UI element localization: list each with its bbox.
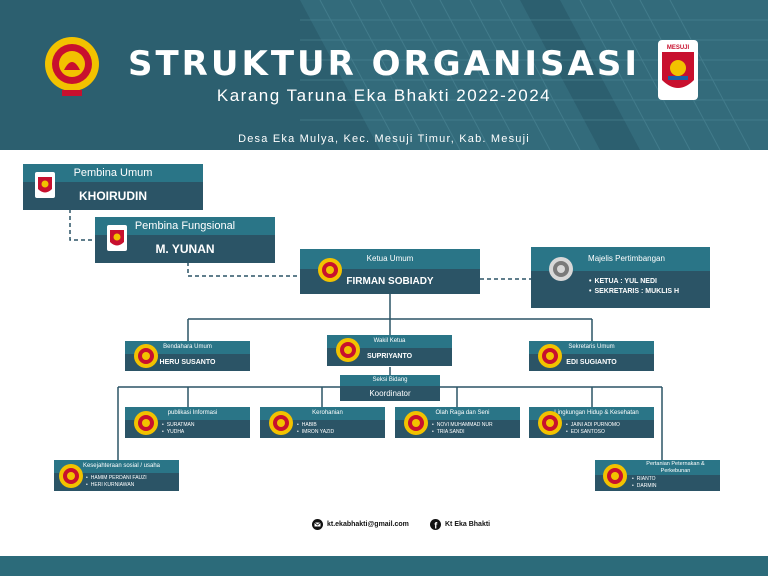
pembina-fungsional-box: Pembina Fungsional M. YUNAN bbox=[95, 217, 275, 263]
header-banner: STRUKTUR ORGANISASI Karang Taruna Eka Bh… bbox=[0, 0, 768, 150]
karang-taruna-logo bbox=[45, 37, 99, 96]
karang-taruna-logo-icon bbox=[134, 344, 158, 368]
majelis-emblem-icon bbox=[549, 257, 573, 281]
location-text: Desa Eka Mulya, Kec. Mesuji Timur, Kab. … bbox=[238, 133, 530, 145]
member-name: NOVI MUHAMMAD NUR bbox=[432, 422, 520, 429]
page-subtitle: Karang Taruna Eka Bhakti 2022-2024 bbox=[216, 86, 552, 105]
karang-taruna-logo-icon bbox=[59, 464, 83, 488]
kerohanian-box: Kerohanian HABIB IMRON YAZID bbox=[260, 407, 385, 438]
box-title: Olah Raga dan Seni bbox=[395, 407, 520, 420]
olah-raga-seni-box: Olah Raga dan Seni NOVI MUHAMMAD NUR TRI… bbox=[395, 407, 520, 438]
email-contact[interactable]: kt.ekabhakti@gmail.com bbox=[312, 517, 409, 531]
karang-taruna-logo-icon bbox=[336, 338, 360, 362]
email-address: kt.ekabhakti@gmail.com bbox=[327, 520, 409, 528]
member-name: EDI SANTOSO bbox=[566, 429, 654, 436]
box-title: Pembina Umum bbox=[23, 164, 203, 182]
envelope-icon bbox=[312, 518, 323, 530]
karang-taruna-logo-icon bbox=[538, 411, 562, 435]
seksi-bidang-box: Seksi Bidang Koordinator bbox=[340, 375, 440, 401]
mesuji-logo-icon bbox=[35, 172, 55, 198]
box-title: Pembina Fungsional bbox=[95, 217, 275, 235]
member-name: YUDHA bbox=[162, 429, 250, 436]
bendahara-umum-box: Bendahara Umum HERU SUSANTO bbox=[125, 341, 250, 371]
footer-bar bbox=[0, 556, 768, 576]
karang-taruna-logo-icon bbox=[603, 464, 627, 488]
member-name: SEKRETARIS : MUKLIS H bbox=[589, 287, 710, 297]
page-title: STRUKTUR ORGANISASI bbox=[128, 44, 640, 84]
sekretaris-umum-box: Sekretaris Umum EDI SUGIANTO bbox=[529, 341, 654, 371]
box-title: Lingkungan Hidup & Kesehatan bbox=[529, 407, 654, 420]
box-name: Koordinator bbox=[340, 386, 440, 401]
lingkungan-hidup-box: Lingkungan Hidup & Kesehatan JAINI ADI P… bbox=[529, 407, 654, 438]
member-list: HAMIM PERDANI FAUZI HERI KURNIAWAN bbox=[54, 473, 179, 491]
building-background bbox=[300, 0, 768, 150]
mesuji-logo-text: MESUJI bbox=[667, 45, 690, 51]
box-title: publikasi Informasi bbox=[125, 407, 250, 420]
box-title: Seksi Bidang bbox=[340, 375, 440, 386]
member-name: DARMIN bbox=[632, 483, 720, 490]
member-name: TRIA SANDI bbox=[432, 429, 520, 436]
majelis-pertimbangan-box: Majelis Pertimbangan KETUA : YUL NEDI SE… bbox=[531, 247, 710, 308]
karang-taruna-logo-icon bbox=[538, 344, 562, 368]
member-name: JAINI ADI PURNOMO bbox=[566, 422, 654, 429]
ketua-umum-box: Ketua Umum FIRMAN SOBIADY bbox=[300, 249, 480, 294]
box-title: Kesejahteraan sosial / usaha bbox=[54, 460, 179, 473]
karang-taruna-logo-icon bbox=[404, 411, 428, 435]
member-name: KETUA : YUL NEDI bbox=[589, 277, 710, 287]
member-name: SURATMAN bbox=[162, 422, 250, 429]
karang-taruna-logo-icon bbox=[134, 411, 158, 435]
mesuji-regency-logo: MESUJI bbox=[658, 40, 698, 100]
pertanian-peternakan-box: Pertanian Peternakan & Perkebunan RIANTO… bbox=[595, 460, 720, 491]
kesejahteraan-sosial-box: Kesejahteraan sosial / usaha HAMIM PERDA… bbox=[54, 460, 179, 491]
box-title: Pertanian Peternakan & Perkebunan bbox=[595, 460, 720, 475]
member-name: HABIB bbox=[297, 422, 385, 429]
facebook-page-name: Kt Eka Bhakti bbox=[445, 520, 491, 528]
facebook-icon: f bbox=[430, 518, 441, 530]
publikasi-informasi-box: publikasi Informasi SURATMAN YUDHA bbox=[125, 407, 250, 438]
karang-taruna-logo-icon bbox=[269, 411, 293, 435]
member-name: IMRON YAZID bbox=[297, 429, 385, 436]
member-name: HAMIM PERDANI FAUZI bbox=[86, 475, 179, 482]
box-title: Kerohanian bbox=[260, 407, 385, 420]
facebook-contact[interactable]: f Kt Eka Bhakti bbox=[430, 517, 490, 531]
karang-taruna-logo-icon bbox=[318, 258, 342, 282]
member-name: RIANTO bbox=[632, 476, 720, 483]
member-name: HERI KURNIAWAN bbox=[86, 482, 179, 489]
pembina-umum-box: Pembina Umum KHOIRUDIN bbox=[23, 164, 203, 210]
svg-text:f: f bbox=[434, 520, 438, 530]
box-title: Ketua Umum bbox=[300, 249, 480, 269]
mesuji-logo-icon bbox=[107, 225, 127, 251]
wakil-ketua-box: Wakil Ketua SUPRIYANTO bbox=[327, 335, 452, 366]
